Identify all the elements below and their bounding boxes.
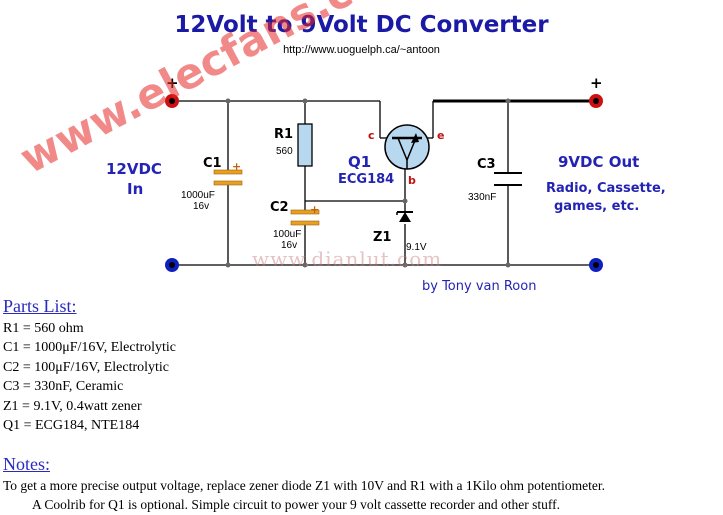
capacitor-c3-symbol (494, 172, 522, 186)
output-use-line2: games, etc. (554, 199, 640, 214)
parts-list-item: R1 = 560 ohm (3, 321, 84, 336)
junction-dot (302, 262, 308, 268)
junction-dot (225, 98, 231, 104)
z1-id: Z1 (373, 230, 392, 245)
terminal-input-negative (165, 258, 179, 272)
c2-id: C2 (270, 200, 289, 215)
junction-dot (225, 262, 231, 268)
parts-list: Parts List: R1 = 560 ohm C1 = 1000μF/16V… (3, 296, 176, 435)
notes-section: Notes: To get a more precise output volt… (3, 454, 723, 514)
junction-dot (402, 198, 408, 204)
plus-label-output: + (590, 74, 603, 92)
parts-list-heading: Parts List: (3, 296, 77, 316)
terminal-output-negative (589, 258, 603, 272)
parts-list-item: C1 = 1000μF/16V, Electrolytic (3, 340, 177, 356)
q1-part: ECG184 (338, 172, 395, 187)
resistor-r1-symbol (297, 123, 313, 167)
c1-polarity: + (232, 160, 242, 173)
r1-id: R1 (274, 127, 294, 142)
c2-polarity: + (310, 203, 320, 216)
parts-list-item: Q1 = ECG184, NTE184 (3, 418, 140, 434)
zener-z1-symbol (396, 211, 413, 222)
c2-value: 100uF (273, 229, 302, 240)
junction-dot (505, 98, 511, 104)
plus-label-input: + (166, 74, 179, 92)
parts-list-item: C2 = 100μF/16V, Electrolytic (3, 359, 170, 375)
terminal-output-positive (589, 94, 603, 108)
c2-voltage: 16v (281, 240, 298, 251)
notes-line: To get a more precise output voltage, re… (3, 478, 606, 493)
c3-value: 330nF (468, 192, 497, 203)
source-url[interactable]: http://www.uoguelph.ca/~antoon (283, 44, 440, 56)
watermark-horizontal: www.dianlut.com (252, 247, 443, 271)
junction-dot (402, 262, 408, 268)
capacitor-c2-symbol (290, 209, 320, 226)
notes-heading: Notes: (3, 454, 50, 474)
capacitor-c1-symbol (213, 169, 243, 186)
z1-value: 9.1V (406, 242, 427, 253)
c1-voltage: 16v (193, 201, 210, 212)
c3-id: C3 (477, 157, 496, 172)
junction-dot (505, 262, 511, 268)
output-use-line1: Radio, Cassette, (546, 181, 666, 196)
junction-dot (302, 98, 308, 104)
output-voltage-label: 9VDC Out (558, 153, 640, 171)
author-credit: by Tony van Roon (422, 279, 537, 294)
q1-pin-b: b (408, 174, 416, 187)
transistor-q1-symbol (384, 124, 430, 170)
notes-line: A Coolrib for Q1 is optional. Simple cir… (32, 497, 561, 512)
c1-value: 1000uF (181, 190, 215, 201)
terminal-input-positive (165, 94, 179, 108)
c1-id: C1 (203, 156, 222, 171)
q1-pin-e: e (437, 129, 445, 142)
input-in-label: In (127, 180, 144, 198)
input-voltage-label: 12VDC (106, 160, 162, 178)
page-title: 12Volt to 9Volt DC Converter (174, 12, 549, 38)
q1-id: Q1 (348, 153, 372, 171)
r1-value: 560 (276, 146, 293, 157)
parts-list-item: C3 = 330nF, Ceramic (3, 379, 124, 395)
parts-list-item: Z1 = 9.1V, 0.4watt zener (3, 398, 142, 414)
q1-pin-c: c (368, 129, 375, 142)
